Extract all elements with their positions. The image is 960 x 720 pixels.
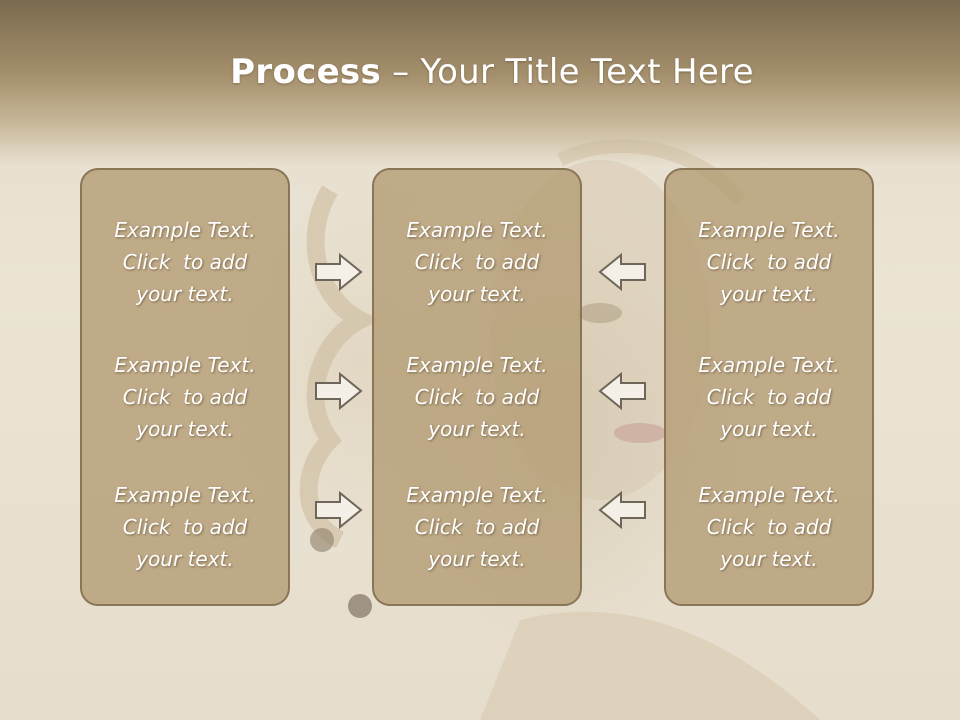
- text-line: Click to add: [706, 385, 832, 409]
- text-line: Click to add: [122, 515, 248, 539]
- text-placeholder[interactable]: Example Text. Click to add your text.: [82, 214, 288, 310]
- text-line: your text.: [428, 417, 526, 441]
- title-bar: [0, 0, 960, 165]
- arrow-left-icon: [598, 490, 646, 530]
- text-line: your text.: [428, 547, 526, 571]
- arrow-right-icon: [315, 371, 363, 411]
- text-line: Example Text.: [406, 353, 548, 377]
- text-line: Click to add: [706, 515, 832, 539]
- process-box-left[interactable]: Example Text. Click to add your text. Ex…: [80, 168, 290, 606]
- arrow-right-icon: [315, 490, 363, 530]
- text-placeholder[interactable]: Example Text. Click to add your text.: [374, 214, 580, 310]
- text-line: Example Text.: [114, 483, 256, 507]
- text-line: Click to add: [122, 250, 248, 274]
- text-placeholder[interactable]: Example Text. Click to add your text.: [374, 349, 580, 445]
- text-placeholder[interactable]: Example Text. Click to add your text.: [374, 479, 580, 575]
- text-line: Example Text.: [114, 353, 256, 377]
- text-line: your text.: [428, 282, 526, 306]
- text-line: your text.: [720, 282, 818, 306]
- text-line: Example Text.: [698, 218, 840, 242]
- slide-title[interactable]: Process – Your Title Text Here: [0, 52, 960, 92]
- title-strong: Process: [230, 52, 382, 92]
- text-line: Example Text.: [698, 483, 840, 507]
- text-line: Click to add: [414, 515, 540, 539]
- arrow-left-icon: [598, 252, 646, 292]
- title-separator: –: [381, 52, 421, 92]
- text-line: your text.: [136, 547, 234, 571]
- text-line: Example Text.: [406, 218, 548, 242]
- text-line: your text.: [720, 547, 818, 571]
- text-placeholder[interactable]: Example Text. Click to add your text.: [666, 349, 872, 445]
- title-rest: Your Title Text Here: [420, 52, 754, 92]
- process-box-center[interactable]: Example Text. Click to add your text. Ex…: [372, 168, 582, 606]
- text-line: Click to add: [414, 250, 540, 274]
- process-box-right[interactable]: Example Text. Click to add your text. Ex…: [664, 168, 874, 606]
- text-line: Example Text.: [698, 353, 840, 377]
- text-placeholder[interactable]: Example Text. Click to add your text.: [82, 479, 288, 575]
- text-line: Example Text.: [406, 483, 548, 507]
- arrow-left-icon: [598, 371, 646, 411]
- text-line: Click to add: [414, 385, 540, 409]
- arrow-right-icon: [315, 252, 363, 292]
- text-line: your text.: [136, 282, 234, 306]
- text-line: your text.: [136, 417, 234, 441]
- text-placeholder[interactable]: Example Text. Click to add your text.: [82, 349, 288, 445]
- text-line: Example Text.: [114, 218, 256, 242]
- text-line: your text.: [720, 417, 818, 441]
- text-placeholder[interactable]: Example Text. Click to add your text.: [666, 479, 872, 575]
- text-placeholder[interactable]: Example Text. Click to add your text.: [666, 214, 872, 310]
- text-line: Click to add: [706, 250, 832, 274]
- text-line: Click to add: [122, 385, 248, 409]
